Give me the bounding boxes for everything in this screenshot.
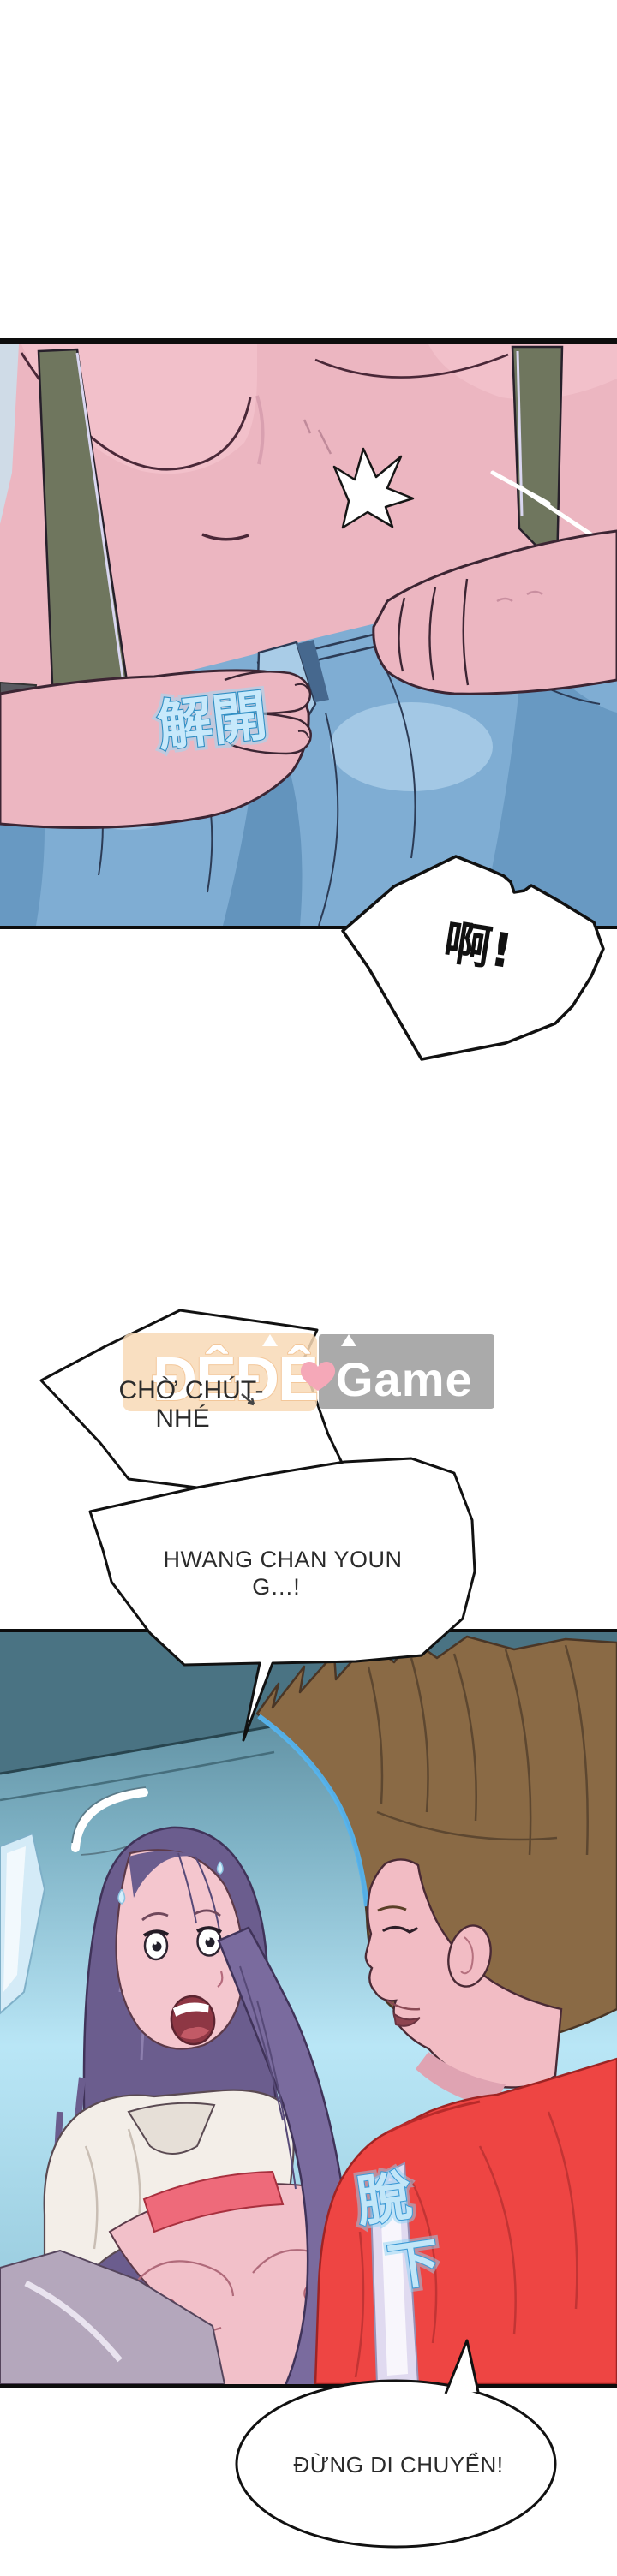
smile-line bbox=[386, 1999, 421, 2011]
ceiling-line-2 bbox=[0, 1750, 275, 1802]
shirt-collar bbox=[127, 2102, 216, 2155]
arrow-flick-icon bbox=[241, 1393, 255, 1406]
nose bbox=[217, 1971, 224, 1988]
panel-car: 脫 脫 下 下 bbox=[0, 1629, 617, 2388]
jeans-highlight-right bbox=[330, 702, 493, 791]
man-mouth bbox=[392, 2012, 421, 2027]
sweat-drop-icon bbox=[117, 1888, 126, 1905]
bubble-dont-move-shape bbox=[235, 2379, 557, 2549]
pupil-right bbox=[205, 1937, 215, 1947]
woman-arm bbox=[0, 669, 310, 829]
jeans-shadow-center bbox=[223, 738, 303, 926]
bubble-dont-move-text: ĐỪNG DI CHUYỂN! bbox=[294, 2452, 504, 2478]
woman-hand bbox=[0, 669, 312, 829]
sfx-unbutton-glow: 解開 bbox=[154, 684, 270, 759]
flash-star-icon bbox=[332, 447, 415, 529]
panel-car-art: 脫 脫 下 下 bbox=[0, 1632, 617, 2384]
halo-arc bbox=[71, 1788, 148, 1852]
breast-right-line bbox=[314, 353, 509, 379]
bubble-wait-line1: CHỜ CHÚT- bbox=[118, 1376, 263, 1404]
collar-line bbox=[386, 2100, 481, 2134]
fingernails bbox=[294, 683, 309, 739]
pupil-left bbox=[152, 1941, 162, 1952]
mouth-open bbox=[170, 1995, 216, 2046]
shirt-folds-red bbox=[354, 2111, 578, 2378]
seat-wedge bbox=[0, 2249, 226, 2384]
man-ear bbox=[447, 1924, 492, 1988]
bubble-ah-shape bbox=[341, 855, 605, 1061]
cleavage-shade bbox=[255, 395, 265, 465]
speech-bubble-ah: 啊! bbox=[341, 855, 605, 1061]
hair-strand-lines bbox=[367, 1644, 589, 1856]
woman-figure bbox=[43, 1826, 369, 2384]
sfx-unbutton: 解開 解開 bbox=[151, 681, 274, 763]
navel-line bbox=[201, 533, 249, 541]
lock-strands bbox=[239, 1965, 297, 2190]
bubble-name-line2: G…! bbox=[252, 1574, 300, 1600]
strap-left-highlight bbox=[75, 352, 127, 696]
man-eye-closed bbox=[382, 1925, 418, 1934]
heart-caret-icon-2 bbox=[341, 1334, 356, 1346]
woman-finger-2 bbox=[229, 712, 312, 755]
mid-bubbles-and-watermark: ĐÊĐÊ Game CHỜ CHÚT- NHÉ HWANG CHAN YOUN … bbox=[39, 1309, 494, 1742]
man-hand-shape bbox=[372, 529, 617, 695]
man-figure bbox=[255, 1635, 617, 2384]
teeth bbox=[172, 2002, 209, 2017]
neck-shadow bbox=[416, 2052, 506, 2108]
product-badge bbox=[319, 1334, 494, 1409]
panel-torso: 解開 解開 bbox=[0, 338, 617, 929]
sfx-unbutton-text: 解開 bbox=[154, 684, 270, 759]
glint-right bbox=[207, 1937, 210, 1941]
sfx-undress-char-1: 脫 bbox=[352, 2164, 416, 2234]
ear-inner bbox=[460, 1936, 474, 1975]
window-pillar-highlight bbox=[3, 1846, 26, 1992]
collar-strip-highlight bbox=[380, 2187, 408, 2376]
hair-rim-light bbox=[257, 1714, 369, 1907]
halo-edge-top bbox=[71, 1786, 147, 1844]
bra-band bbox=[142, 2170, 285, 2233]
seat-highlight bbox=[24, 2280, 123, 2363]
bubble-ah-text: 啊! bbox=[440, 914, 517, 979]
chest-creases bbox=[303, 419, 332, 455]
bubble-dont-move-tail bbox=[444, 2339, 480, 2394]
man-brow bbox=[377, 1905, 407, 1912]
eyebrows bbox=[141, 1909, 221, 1922]
heart-icon bbox=[300, 1362, 336, 1391]
eyelashes bbox=[142, 1926, 223, 1937]
hairline bbox=[129, 1851, 204, 1898]
speech-bubble-dont-move: ĐỪNG DI CHUYỂN! bbox=[235, 2339, 557, 2549]
bubble-wait-line2: NHÉ bbox=[155, 1404, 209, 1433]
speed-lines bbox=[490, 470, 600, 541]
speech-bubble-name bbox=[88, 1457, 476, 1742]
man-fingers bbox=[398, 578, 470, 686]
sweat-drop-icon-2 bbox=[216, 1861, 224, 1875]
tongue bbox=[180, 2026, 209, 2040]
glint-left bbox=[153, 1941, 157, 1945]
brand-badge bbox=[123, 1333, 317, 1411]
woman-finger-1 bbox=[224, 670, 312, 715]
man-hand bbox=[372, 529, 617, 695]
bubble-name-line1: HWANG CHAN YOUN bbox=[163, 1547, 402, 1572]
brand-text: ĐÊĐÊ bbox=[153, 1345, 317, 1414]
jeans-shadow-right bbox=[480, 644, 617, 926]
hair-bangs bbox=[177, 1852, 220, 1931]
watermark-logo: ĐÊĐÊ Game bbox=[123, 1333, 494, 1415]
background-sliver bbox=[0, 344, 19, 524]
sfx-undress-char-2: 下 bbox=[385, 2232, 444, 2299]
product-text: Game bbox=[336, 1352, 473, 1406]
fly-gap bbox=[297, 640, 329, 702]
panel-torso-art: 解開 解開 bbox=[0, 344, 617, 926]
woman-hair-front-lock bbox=[217, 1926, 351, 2384]
heart-caret-icon bbox=[262, 1334, 278, 1346]
sfx-undress-glow-2: 下 bbox=[385, 2232, 444, 2299]
knuckles bbox=[496, 590, 543, 603]
